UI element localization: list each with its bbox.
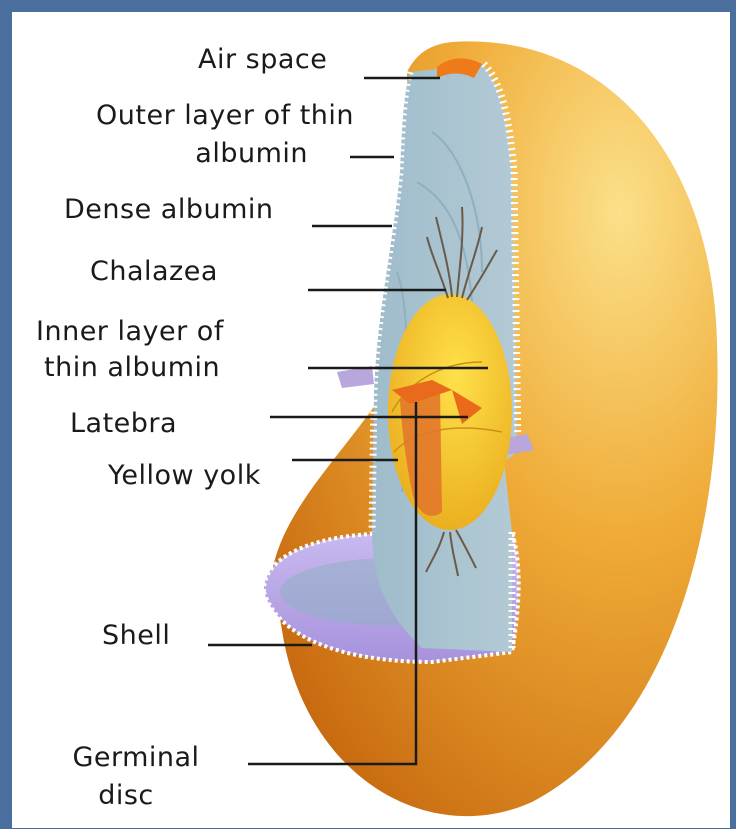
label-air-space: Air space xyxy=(198,44,327,76)
label-inner-thin-albumin-line1: Inner layer of xyxy=(36,316,224,348)
label-dense-albumin: Dense albumin xyxy=(64,194,274,226)
label-outer-thin-albumin-line1: Outer layer of thin xyxy=(58,100,354,132)
label-germinal-disc-line2: disc xyxy=(56,780,196,812)
diagram-frame: Air space Outer layer of thin albumin De… xyxy=(12,12,730,828)
label-chalazea: Chalazea xyxy=(90,256,218,288)
label-latebra: Latebra xyxy=(70,408,177,440)
label-yellow-yolk: Yellow yolk xyxy=(108,460,261,492)
label-inner-thin-albumin-line2: thin albumin xyxy=(44,352,220,384)
label-shell: Shell xyxy=(102,620,170,652)
label-germinal-disc-line1: Germinal xyxy=(56,742,216,774)
label-outer-thin-albumin-line2: albumin xyxy=(58,138,308,170)
